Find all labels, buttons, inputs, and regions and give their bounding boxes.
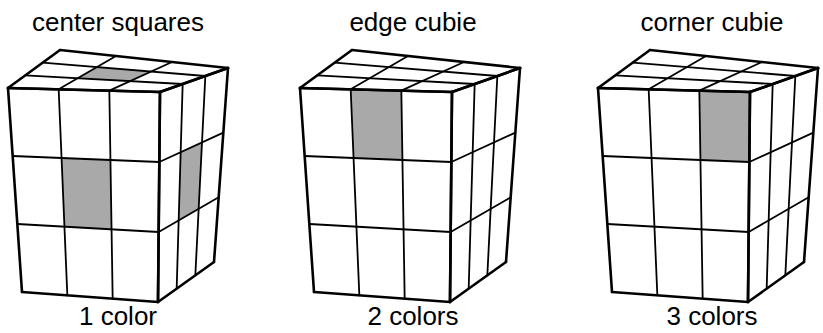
grid-line: [748, 92, 750, 302]
grid-line: [401, 91, 404, 299]
grid-line: [649, 56, 706, 89]
highlighted-sticker: [699, 91, 750, 162]
grid-line: [158, 92, 160, 302]
grid-line: [314, 292, 450, 302]
grid-line: [177, 84, 183, 289]
grid-line: [607, 224, 748, 232]
grid-line: [309, 224, 450, 232]
grid-line: [598, 88, 750, 92]
cube-face: [598, 88, 750, 302]
grid-line: [699, 91, 702, 299]
grid-line: [598, 50, 650, 88]
rubiks-cube: [300, 50, 520, 302]
grid-line: [300, 88, 314, 292]
cube-face: [450, 68, 520, 302]
grid-line: [160, 68, 228, 92]
grid-line: [452, 68, 520, 92]
grid-line: [43, 63, 206, 76]
grid-line: [8, 50, 60, 88]
grid-line: [351, 89, 360, 295]
grid-line: [300, 88, 452, 92]
grid-line: [59, 89, 68, 295]
grid-line: [750, 68, 818, 92]
cube-face: [158, 68, 228, 302]
grid-line: [214, 68, 228, 262]
grid-line: [804, 68, 818, 262]
grid-line: [598, 88, 612, 292]
grid-line: [598, 88, 750, 92]
grid-line: [785, 76, 795, 275]
grid-line: [8, 88, 160, 92]
cube-face: [300, 88, 452, 302]
grid-line: [335, 63, 498, 76]
grid-line: [13, 156, 160, 162]
grid-line: [59, 56, 116, 89]
grid-line: [450, 92, 452, 302]
grid-line: [17, 224, 158, 232]
grid-line: [649, 89, 658, 295]
grid-line: [401, 62, 464, 91]
color-count: 2 colors: [367, 302, 458, 331]
grid-line: [506, 68, 520, 262]
grid-line: [160, 68, 228, 92]
grid-line: [451, 133, 515, 162]
grid-line: [25, 75, 182, 84]
cube-face: [8, 88, 160, 302]
grid-line: [748, 92, 750, 302]
grid-line: [451, 197, 511, 232]
grid-line: [22, 292, 158, 302]
grid-line: [469, 84, 475, 289]
grid-line: [300, 50, 352, 88]
grid-line: [748, 262, 804, 302]
highlighted-sticker: [62, 158, 112, 229]
grid-line: [612, 292, 748, 302]
grid-line: [450, 262, 506, 302]
grid-line: [749, 133, 813, 162]
grid-line: [615, 75, 772, 84]
grid-line: [305, 156, 452, 162]
grid-line: [159, 133, 223, 162]
grid-line: [351, 56, 408, 89]
grid-line: [749, 197, 809, 232]
piece-title: edge cubie: [349, 8, 476, 37]
grid-line: [767, 84, 773, 289]
rubiks-cube: [598, 50, 818, 302]
highlighted-sticker: [351, 89, 403, 160]
grid-line: [8, 88, 22, 292]
color-count: 3 colors: [666, 302, 757, 331]
grid-line: [633, 63, 796, 76]
grid-line: [158, 92, 160, 302]
grid-line: [109, 91, 112, 299]
grid-line: [158, 262, 214, 302]
piece-title: center squares: [32, 8, 204, 37]
grid-line: [159, 197, 219, 232]
grid-line: [452, 68, 520, 92]
grid-line: [195, 76, 205, 275]
grid-line: [300, 88, 452, 92]
grid-line: [317, 75, 474, 84]
grid-line: [487, 76, 497, 275]
grid-line: [8, 88, 160, 92]
grid-line: [109, 62, 172, 91]
grid-line: [699, 62, 762, 91]
grid-line: [450, 92, 452, 302]
cube-face: [748, 68, 818, 302]
grid-line: [750, 68, 818, 92]
rubiks-cube: [8, 50, 228, 302]
piece-title: corner cubie: [640, 8, 783, 37]
grid-line: [603, 156, 750, 162]
color-count: 1 color: [79, 302, 157, 331]
